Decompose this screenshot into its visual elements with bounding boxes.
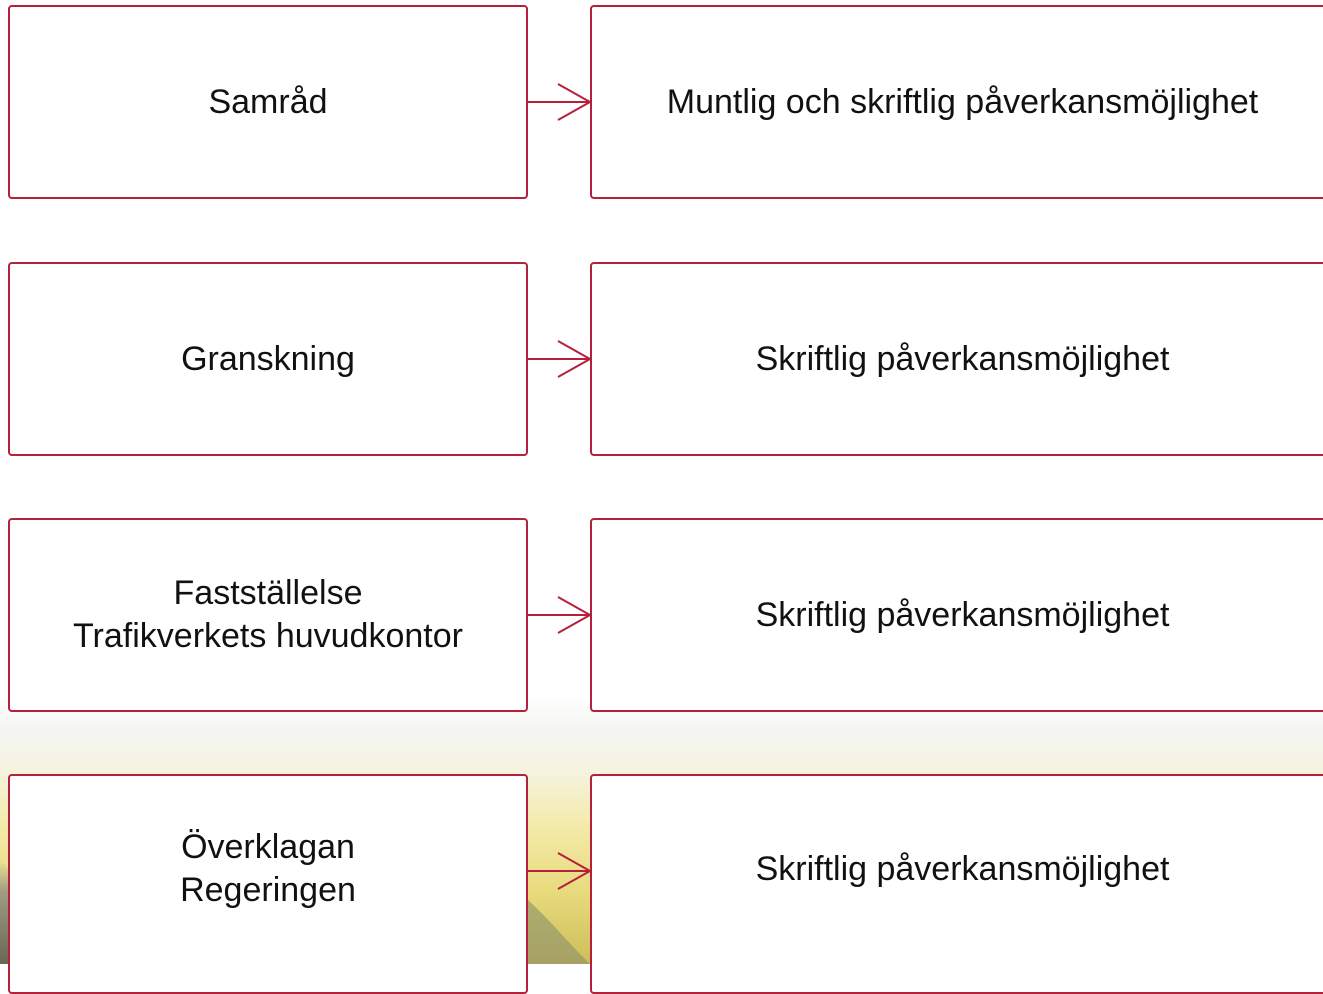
influence-box-1: Muntlig och skriftlig påverkansmöjlighet: [590, 5, 1323, 199]
stage-label: Överklagan: [181, 828, 355, 866]
stage-label: Samråd: [208, 82, 328, 121]
stage-box-granskning: Granskning: [8, 262, 528, 456]
arrow-right-icon: [526, 340, 593, 378]
arrow-right-icon: [526, 852, 593, 890]
stage-box-overklagan: Överklagan Regeringen: [8, 774, 528, 994]
influence-box-2: Skriftlig påverkansmöjlighet: [590, 262, 1323, 456]
stage-sublabel: Regeringen: [180, 871, 356, 909]
influence-box-3: Skriftlig påverkansmöjlighet: [590, 518, 1323, 712]
influence-label: Skriftlig påverkansmöjlighet: [755, 339, 1170, 378]
arrow-right-icon: [526, 596, 593, 634]
influence-box-4: Skriftlig påverkansmöjlighet: [590, 774, 1323, 994]
influence-label: Skriftlig påverkansmöjlighet: [755, 849, 1170, 888]
arrow-right-icon: [526, 83, 593, 121]
stage-label: Granskning: [181, 339, 355, 378]
stage-box-faststallelse: Fastställelse Trafikverkets huvudkontor: [8, 518, 528, 712]
influence-label: Skriftlig påverkansmöjlighet: [755, 595, 1170, 634]
stage-box-samrad: Samråd: [8, 5, 528, 199]
stage-label: Fastställelse: [173, 574, 363, 612]
stage-sublabel: Trafikverkets huvudkontor: [73, 617, 463, 655]
influence-label: Muntlig och skriftlig påverkansmöjlighet: [666, 82, 1259, 121]
